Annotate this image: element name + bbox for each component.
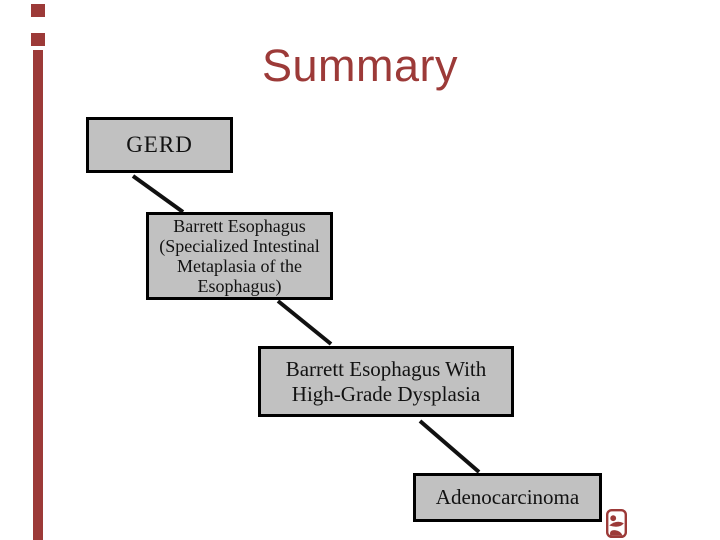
node-text-line: Esophagus) bbox=[197, 276, 282, 296]
node-text-line: Barrett Esophagus bbox=[173, 216, 306, 236]
flow-node-gerd: GERD bbox=[86, 117, 233, 173]
accent-square-second bbox=[31, 33, 45, 46]
node-text-line: GERD bbox=[126, 132, 193, 157]
slide-title: Summary bbox=[261, 40, 459, 91]
flow-node-high-grade-dysplasia: Barrett Esophagus With High-Grade Dyspla… bbox=[258, 346, 514, 417]
emedicine-logo-icon bbox=[606, 509, 627, 538]
flow-node-barrett-esophagus: Barrett Esophagus (Specialized Intestina… bbox=[146, 212, 333, 300]
flow-node-adenocarcinoma: Adenocarcinoma bbox=[413, 473, 602, 522]
connector-line-3 bbox=[418, 419, 481, 474]
flow-node-label: Barrett Esophagus (Specialized Intestina… bbox=[159, 216, 319, 296]
flow-node-label: Barrett Esophagus With High-Grade Dyspla… bbox=[286, 357, 487, 407]
flow-node-label: GERD bbox=[126, 132, 193, 158]
node-text-line: Barrett Esophagus With bbox=[285, 356, 487, 381]
node-text-line: (Specialized Intestinal bbox=[159, 236, 320, 256]
accent-square-top bbox=[31, 4, 45, 17]
connector-line-1 bbox=[131, 174, 185, 214]
flow-node-label: Adenocarcinoma bbox=[436, 485, 579, 510]
node-text-line: Adenocarcinoma bbox=[435, 485, 580, 509]
sidebar-accent-bar bbox=[33, 50, 43, 540]
node-text-line: High-Grade Dysplasia bbox=[291, 381, 481, 406]
connector-line-2 bbox=[276, 299, 333, 346]
node-text-line: Metaplasia of the bbox=[177, 256, 302, 276]
